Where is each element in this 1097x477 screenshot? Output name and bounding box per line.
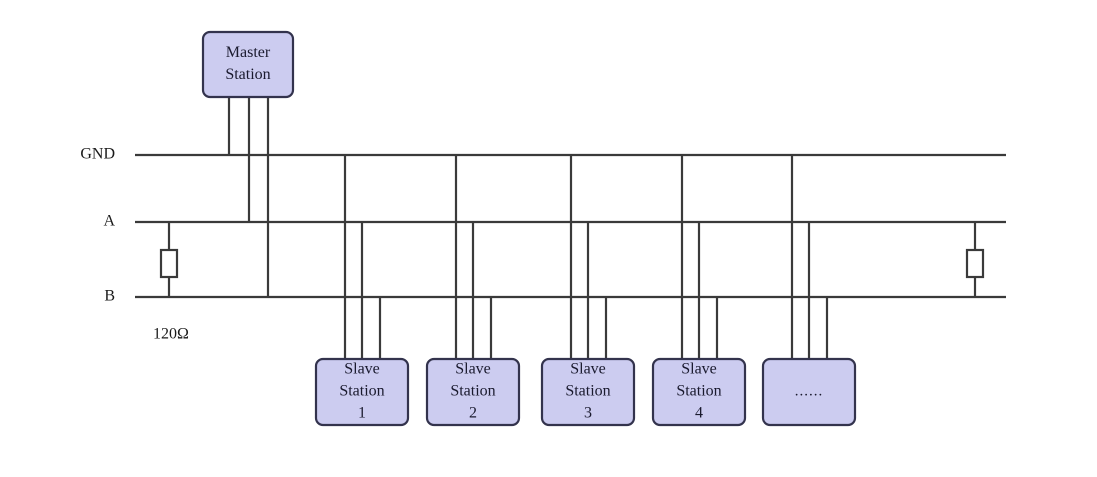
slave-station-1-rect[interactable] bbox=[314, 357, 410, 427]
slave-station-2-label-line3: 2 bbox=[469, 405, 477, 422]
slave-station-4-label-line2: Station bbox=[676, 383, 721, 400]
slave-station-more[interactable]: ...... bbox=[761, 357, 857, 427]
master-station-rect[interactable] bbox=[201, 30, 295, 99]
bus-label-a: A bbox=[103, 213, 115, 230]
termination-resistor-left-label: 120Ω bbox=[153, 326, 189, 343]
termination-resistor-right bbox=[965, 222, 985, 297]
slave-station-2-label-line1: Slave bbox=[455, 361, 491, 378]
drop-lines-group bbox=[227, 97, 829, 359]
station-boxes-group: MasterStationSlaveStation1SlaveStation2S… bbox=[201, 30, 857, 427]
slave-station-more-rect[interactable] bbox=[761, 357, 857, 427]
slave-station-3-rect[interactable] bbox=[540, 357, 636, 427]
slave-station-2-rect[interactable] bbox=[425, 357, 521, 427]
slave-station-2-label-line2: Station bbox=[450, 383, 495, 400]
slave-station-1-label-line1: Slave bbox=[344, 361, 380, 378]
bus-label-b: B bbox=[104, 288, 115, 305]
termination-resistor-left-body bbox=[159, 248, 179, 279]
slave-station-4-label-line3: 4 bbox=[695, 405, 703, 422]
resistors-group: 120Ω bbox=[153, 222, 985, 343]
slave-station-4-label-line1: Slave bbox=[681, 361, 717, 378]
slave-station-more-label: ...... bbox=[795, 383, 824, 399]
termination-resistor-left bbox=[159, 222, 179, 297]
slave-station-3-label-line2: Station bbox=[565, 383, 610, 400]
slave-station-1-label-line2: Station bbox=[339, 383, 384, 400]
bus-label-gnd: GND bbox=[80, 146, 115, 163]
termination-resistor-right-body bbox=[965, 248, 985, 279]
slave-station-1-label-line3: 1 bbox=[358, 405, 366, 422]
bus-labels-group: GND A B bbox=[80, 146, 115, 305]
master-station-label-line2: Station bbox=[225, 66, 270, 83]
master-station-label-line1: Master bbox=[226, 44, 271, 61]
slave-station-3-label-line1: Slave bbox=[570, 361, 606, 378]
slave-station-3-label-line3: 3 bbox=[584, 405, 592, 422]
slave-station-4-rect[interactable] bbox=[651, 357, 747, 427]
